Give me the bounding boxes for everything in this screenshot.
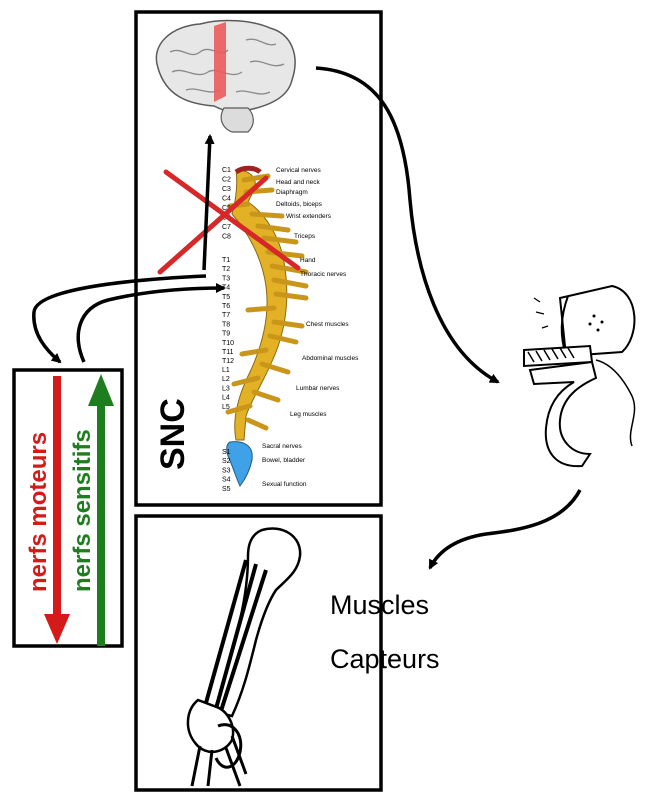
spine-level-label: S3 bbox=[222, 467, 231, 474]
spine-level-label: L3 bbox=[222, 385, 230, 392]
spine-annotation-label: Lumbar nerves bbox=[296, 385, 340, 392]
spine-annotation-label: Leg muscles bbox=[290, 411, 327, 418]
spine-annotation-label: Wrist extenders bbox=[286, 213, 332, 220]
spine-annotation-label: Bowel, bladder bbox=[262, 457, 306, 464]
spine-annotation-label: Sexual function bbox=[262, 481, 307, 488]
computer-icon bbox=[524, 286, 635, 466]
computer-to-muscles-arrow bbox=[430, 490, 580, 568]
spine-level-label: C2 bbox=[222, 177, 231, 184]
spine-annotation-label: Deltoids, biceps bbox=[276, 201, 323, 208]
spine-annotation-label: Head and neck bbox=[276, 179, 320, 186]
snc-label: SNC bbox=[154, 398, 192, 470]
spine-level-label: C1 bbox=[222, 167, 231, 174]
spine-level-label: L5 bbox=[222, 404, 230, 411]
spine-level-label: L4 bbox=[222, 395, 230, 402]
spine-level-label: T7 bbox=[222, 312, 230, 319]
spine-level-label: S1 bbox=[222, 449, 231, 456]
spine-level-label: T3 bbox=[222, 275, 230, 282]
spine-level-label: L2 bbox=[222, 376, 230, 383]
spine-annotation-label: Abdominal muscles bbox=[302, 355, 359, 362]
spine-level-label: C7 bbox=[222, 224, 231, 231]
spine-level-label: S5 bbox=[222, 486, 231, 493]
spine-annotation-label: Thoracic nerves bbox=[300, 271, 347, 278]
spine-annotation-label: Triceps bbox=[294, 233, 316, 240]
spine-level-label: C8 bbox=[222, 234, 231, 241]
spine-level-label: T5 bbox=[222, 294, 230, 301]
spine-level-label: T12 bbox=[222, 358, 234, 365]
sensory-nerves-label: nerfs sensitifs bbox=[69, 429, 96, 592]
spine-level-label: T10 bbox=[222, 340, 234, 347]
spine-level-label: T11 bbox=[222, 349, 234, 356]
muscles-label: Muscles bbox=[330, 590, 429, 620]
spine-level-label: T1 bbox=[222, 257, 230, 264]
spine-annotation-label: Sacral nerves bbox=[262, 443, 302, 450]
spine-annotation-label: Diaphragm bbox=[276, 189, 308, 196]
spine-level-label: S4 bbox=[222, 477, 231, 484]
spine-level-label: L1 bbox=[222, 367, 230, 374]
spine-annotation-label: Cervical nerves bbox=[276, 167, 322, 174]
spine-annotation-label: Hand bbox=[300, 257, 316, 264]
sensors-label: Capteurs bbox=[330, 644, 440, 674]
motor-nerves-label: nerfs moteurs bbox=[25, 432, 52, 592]
spine-annotation-label: Chest muscles bbox=[306, 321, 349, 328]
spine-level-label: S2 bbox=[222, 458, 231, 465]
spine-level-label: C3 bbox=[222, 186, 231, 193]
spine-level-label: T8 bbox=[222, 321, 230, 328]
spine-level-label: T6 bbox=[222, 303, 230, 310]
spine-level-label: T9 bbox=[222, 331, 230, 338]
spine-level-label: T2 bbox=[222, 266, 230, 273]
spine-level-label: C4 bbox=[222, 196, 231, 203]
